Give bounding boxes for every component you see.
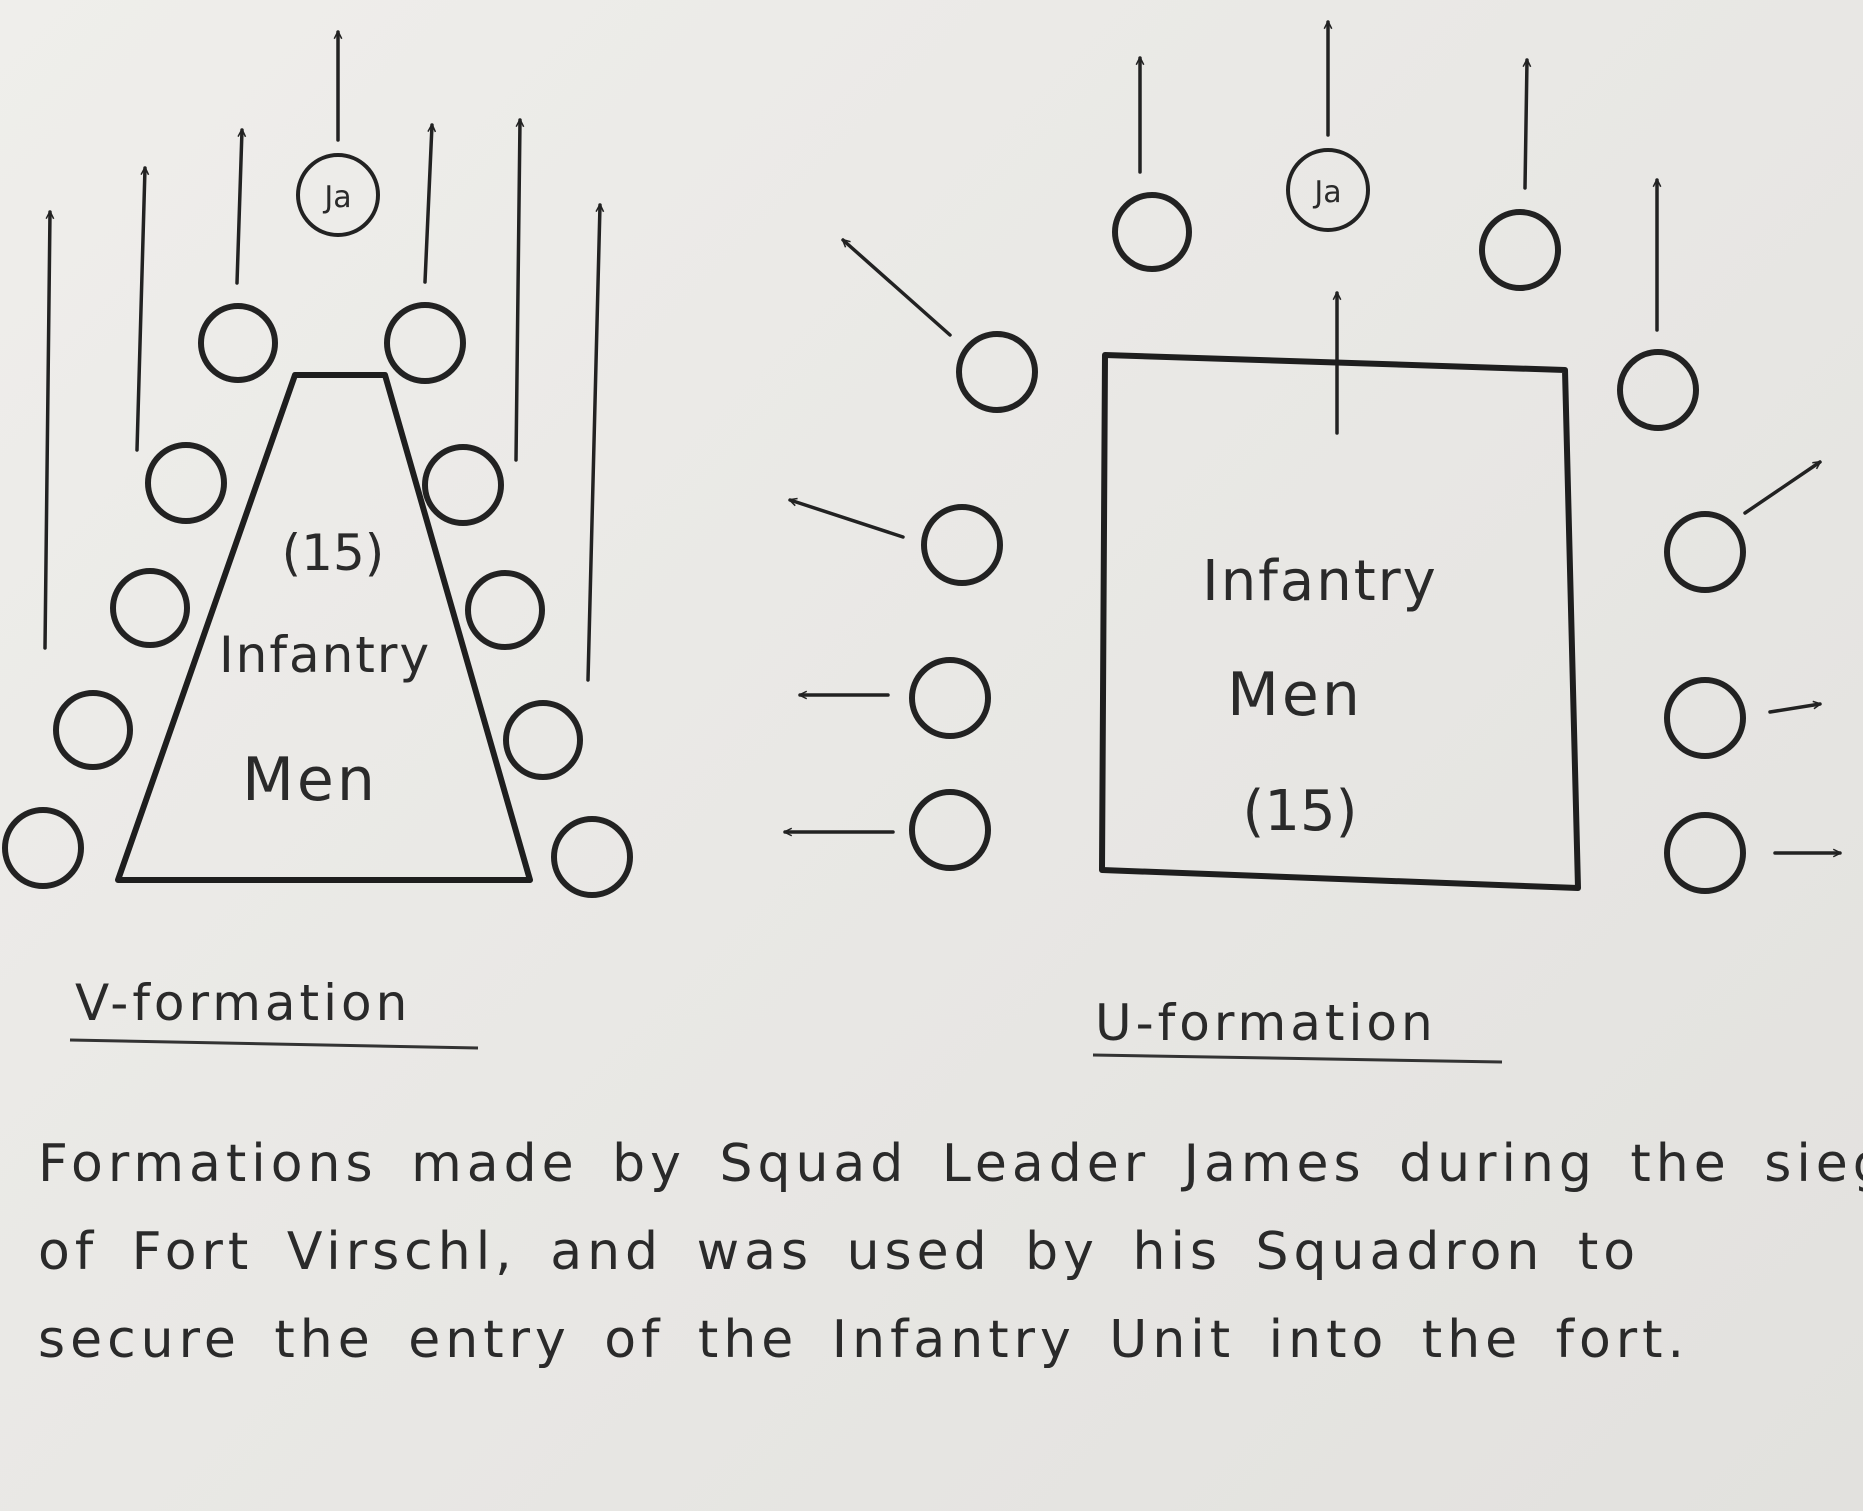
v-formation-title: V-formation: [75, 974, 411, 1032]
u-unit-count: (15): [1243, 779, 1358, 844]
u-leader-label: Ja: [1312, 175, 1341, 210]
v-leader-soldier: [296, 153, 380, 237]
v-soldier: [384, 302, 466, 384]
u-arrow-right-diag: [1743, 460, 1820, 515]
v-infantry-block: [115, 372, 533, 883]
u-leader-soldier: [1286, 148, 1370, 232]
u-soldier: [1479, 209, 1561, 291]
v-leader-label: Ja: [322, 180, 351, 215]
u-soldier: [956, 331, 1038, 413]
u-unit-label-2: Men: [1227, 660, 1363, 730]
v-arrow-right-3: [586, 203, 600, 682]
v-unit-count: (15): [282, 524, 385, 582]
u-formation-title: U-formation: [1095, 994, 1437, 1052]
v-arrow-right-2: [514, 118, 520, 462]
v-soldier: [422, 444, 504, 526]
v-unit-label-2: Men: [242, 745, 378, 815]
u-arrow-right-flank-1: [1768, 704, 1820, 714]
v-soldier: [551, 816, 633, 898]
u-formation-group: Ja Infantry Men (15) U-formation: [783, 20, 1842, 1064]
v-soldier: [503, 700, 583, 780]
v-soldier: [145, 442, 227, 524]
v-soldier: [2, 807, 84, 889]
u-arrow-right: [1525, 58, 1527, 190]
u-unit-label: Infantry: [1202, 549, 1438, 614]
u-soldier: [909, 657, 991, 739]
u-soldier: [1617, 349, 1699, 431]
u-soldier: [921, 504, 1003, 586]
u-soldier: [1664, 511, 1746, 593]
u-soldier: [909, 789, 991, 871]
u-title-underline: [1092, 1053, 1503, 1064]
v-arrow-left-1: [235, 128, 242, 285]
v-formation-group: Ja (15) Infantry Men V-formation: [2, 30, 633, 1050]
u-soldier: [1664, 677, 1746, 759]
v-unit-label: Infantry: [219, 626, 431, 684]
v-arrow-right-1: [423, 123, 432, 284]
v-title-underline: [69, 1038, 479, 1050]
caption-line-2: of Fort Virschl, and was used by his Squ…: [38, 1222, 1641, 1282]
u-arrow-left-flank-1: [790, 500, 905, 539]
caption: Formations made by Squad Leader James du…: [38, 1120, 1863, 1384]
u-soldier: [1112, 192, 1192, 272]
v-arrow-left-3: [43, 210, 50, 650]
u-infantry-block: [1099, 352, 1581, 891]
caption-line-3: secure the entry of the Infantry Unit in…: [38, 1310, 1690, 1370]
v-soldier: [465, 570, 545, 650]
v-arrow-left-2: [135, 166, 145, 452]
v-soldier: [110, 568, 190, 648]
v-soldier: [198, 303, 278, 383]
u-arrow-left-diag: [843, 238, 952, 337]
v-soldier: [53, 690, 133, 770]
caption-line-1: Formations made by Squad Leader James du…: [38, 1134, 1863, 1194]
u-soldier: [1664, 812, 1746, 894]
